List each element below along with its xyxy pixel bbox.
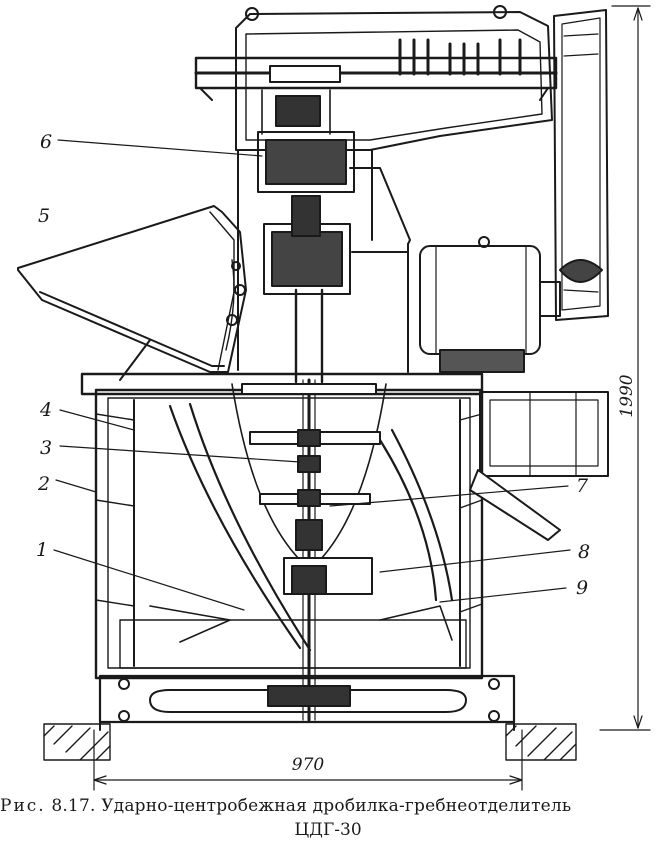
height-dimension: 1990 [617, 374, 637, 417]
caption-number: 8.17. [51, 796, 96, 816]
beaters [241, 383, 381, 595]
crusher-chamber [80, 372, 484, 680]
belt-guard [553, 9, 609, 321]
foundation [43, 723, 577, 761]
vertical-shaft [237, 131, 373, 722]
part-label-2: 2 [37, 473, 50, 495]
caption-title: Ударно-центробежная дробилка-гребнеотдел… [101, 796, 572, 816]
dimension-lines [93, 5, 651, 791]
leader-lines [53, 139, 571, 611]
part-label-1: 1 [36, 539, 48, 561]
electric-motor [419, 236, 561, 373]
discharge-chute [469, 391, 609, 541]
width-dimension: 970 [292, 755, 325, 775]
part-label-5: 5 [38, 205, 50, 227]
base-frame [98, 674, 516, 731]
part-label-3: 3 [40, 437, 52, 459]
part-label-7: 7 [576, 475, 589, 497]
part-label-9: 9 [576, 577, 588, 599]
part-label-8: 8 [578, 541, 590, 563]
figure-caption: Рис. 8.17. Ударно-центробежная дробилка-… [0, 796, 656, 816]
caption-model: ЦДГ-30 [294, 820, 362, 840]
part-label-4: 4 [39, 399, 52, 421]
feed-hopper [17, 205, 247, 381]
gearbox-housing [194, 5, 558, 151]
part-label-6: 6 [40, 131, 52, 153]
caption-prefix: Рис. [0, 796, 46, 816]
